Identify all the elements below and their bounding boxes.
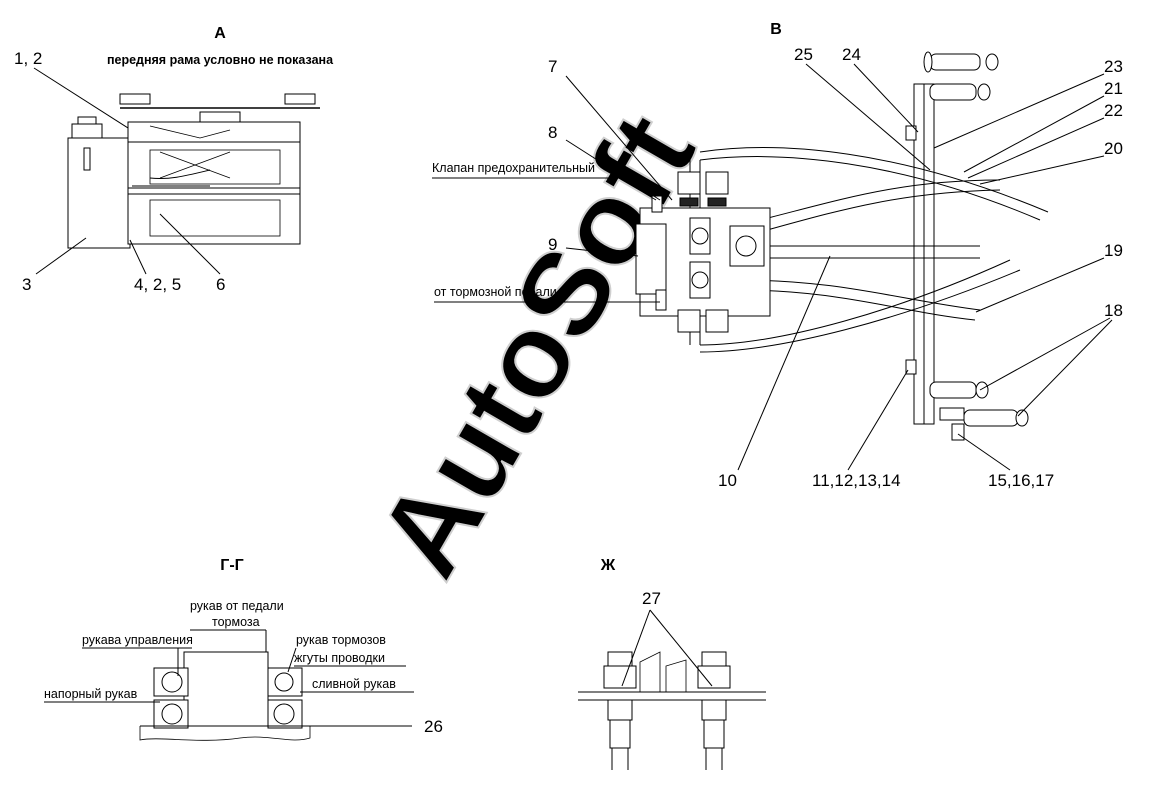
hose-from-pedal-l2: тормоза [212,615,260,629]
couplings-bottom [929,381,1029,441]
label-23: 23 [1104,57,1123,76]
from-brake-pedal-label: от тормозной педали [434,285,557,299]
fitting-right [697,651,731,770]
label-1-2: 1, 2 [14,49,42,68]
hose-from-pedal-l1: рукав от педали [190,599,284,613]
hoses [689,147,1049,353]
label-20: 20 [1104,139,1123,158]
view-a-note: передняя рама условно не показана [107,53,334,67]
label-10: 10 [718,471,737,490]
drain-hose-label: сливной рукав [312,677,396,691]
hydraulic-tank [67,116,131,249]
label-27: 27 [642,589,661,608]
brake-hose-label: рукав тормозов [296,633,386,647]
label-19: 19 [1104,241,1123,260]
section-gg-title: Г-Г [220,557,243,574]
label-6: 6 [216,275,225,294]
view-a: А передняя рама условно не показана [14,25,334,294]
hydraulic-distributor [635,171,771,333]
view-zh-title: Ж [600,557,616,574]
label-9: 9 [548,235,557,254]
fitting-left [603,651,637,770]
rear-frame [119,93,320,245]
safety-valve-label: Клапан предохранительный [432,161,595,175]
label-18: 18 [1104,301,1123,320]
control-hoses-label: рукава управления [82,633,193,647]
section-gg: Г-Г рукав от педали тормоза рукава управ… [44,557,443,741]
mounting-bar [905,83,935,425]
wiring-label: жгуты проводки [294,651,385,665]
label-22: 22 [1104,101,1123,120]
label-4-2-5: 4, 2, 5 [134,275,181,294]
label-8: 8 [548,123,557,142]
label-21: 21 [1104,79,1123,98]
couplings-top [923,51,999,101]
view-v: В [432,21,1123,490]
label-7: 7 [548,57,557,76]
view-a-title: А [214,25,226,42]
label-15-17: 15,16,17 [988,471,1054,490]
view-v-title: В [770,21,782,38]
label-24: 24 [842,45,861,64]
label-11-14: 11,12,13,14 [812,471,901,490]
label-26: 26 [424,717,443,736]
view-zh: Ж 27 [578,557,766,770]
label-3: 3 [22,275,31,294]
label-25: 25 [794,45,813,64]
pressure-hose-label: напорный рукав [44,687,138,701]
